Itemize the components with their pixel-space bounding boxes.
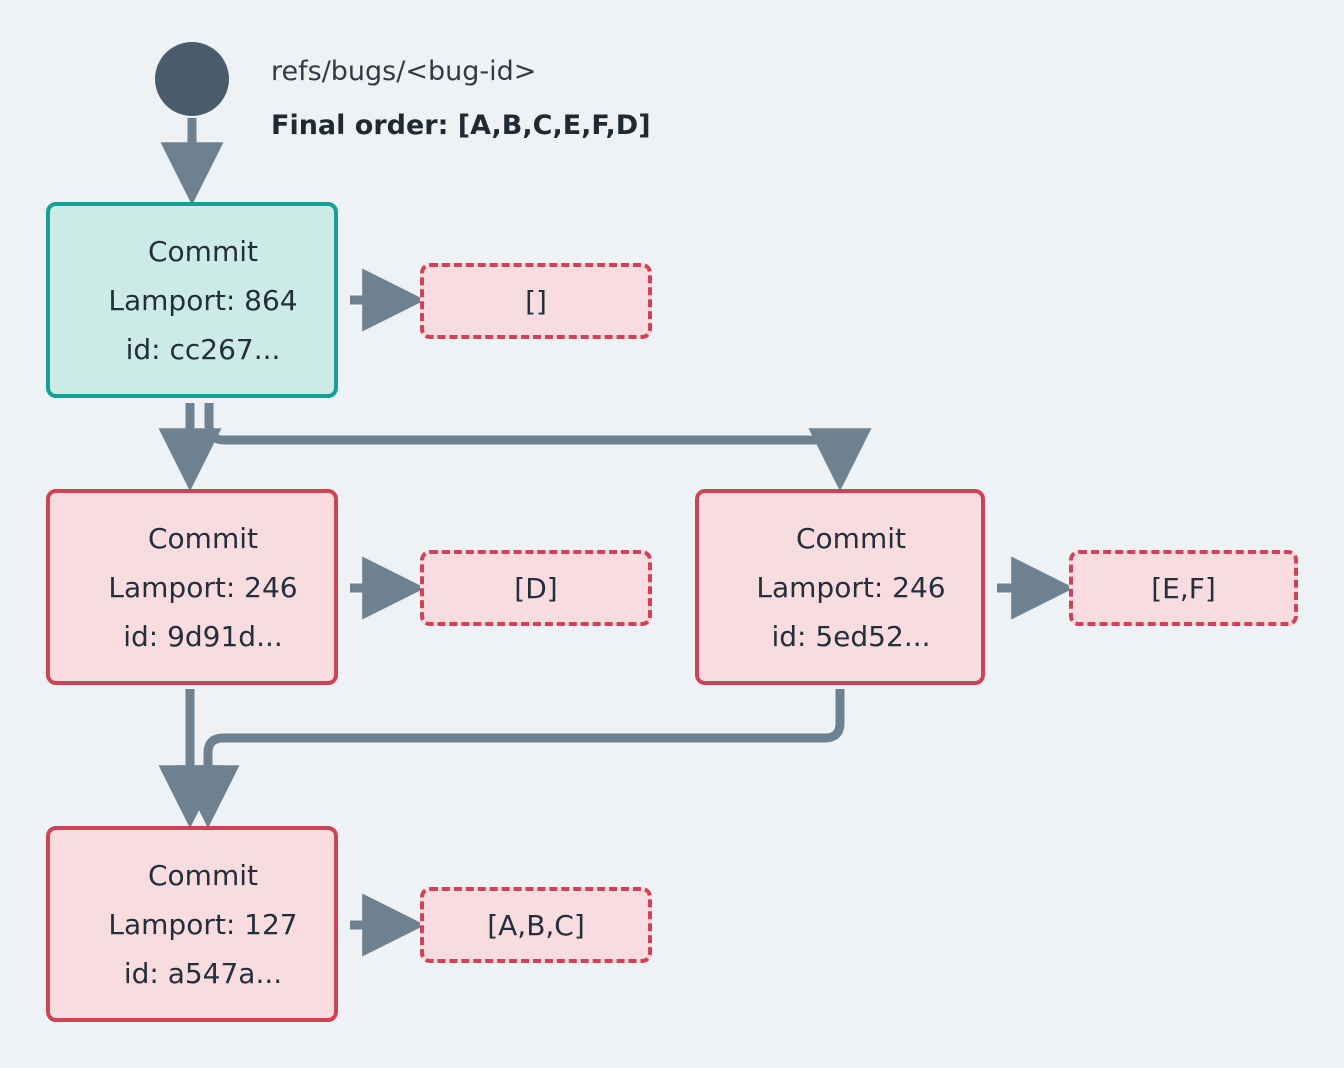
commit-node-5ed52[interactable]: Commit Lamport: 246 id: 5ed52... (695, 489, 985, 685)
edge-cc267-to-5ed52 (204, 403, 872, 492)
commit-lamport: Lamport: 864 (108, 283, 298, 317)
commit-title: Commit (148, 521, 258, 555)
final-order-label: Final order: [A,B,C,E,F,D] (271, 110, 651, 141)
ops-label: [A,B,C] (487, 908, 585, 942)
commit-title: Commit (796, 521, 906, 555)
ops-box-5ed52[interactable]: [E,F] (1069, 550, 1298, 626)
commit-hash: id: 9d91d... (123, 619, 283, 653)
ops-label: [E,F] (1151, 571, 1216, 605)
root-node-circle[interactable] (155, 42, 229, 116)
commit-lamport: Lamport: 246 (108, 570, 298, 604)
commit-hash: id: cc267... (125, 332, 281, 366)
commit-hash: id: 5ed52... (771, 619, 931, 653)
ops-label: [D] (514, 571, 558, 605)
ops-box-9d91d[interactable]: [D] (420, 550, 652, 626)
commit-lamport: Lamport: 246 (756, 570, 946, 604)
commit-lamport: Lamport: 127 (108, 907, 298, 941)
branch-label-block: refs/bugs/<bug-id> Final order: [A,B,C,E… (271, 52, 831, 146)
commit-hash: id: a547a... (123, 956, 283, 990)
commit-title: Commit (148, 858, 258, 892)
ops-label: [] (525, 284, 547, 318)
edge-5ed52-to-a547a (176, 689, 845, 829)
commit-node-9d91d[interactable]: Commit Lamport: 246 id: 9d91d... (46, 489, 338, 685)
ops-box-a547a[interactable]: [A,B,C] (420, 887, 652, 963)
ops-box-cc267[interactable]: [] (420, 263, 652, 339)
commit-node-cc267[interactable]: Commit Lamport: 864 id: cc267... (46, 202, 338, 398)
commit-node-a547a[interactable]: Commit Lamport: 127 id: a547a... (46, 826, 338, 1022)
branch-ref-label: refs/bugs/<bug-id> (271, 56, 537, 87)
commit-title: Commit (148, 234, 258, 268)
